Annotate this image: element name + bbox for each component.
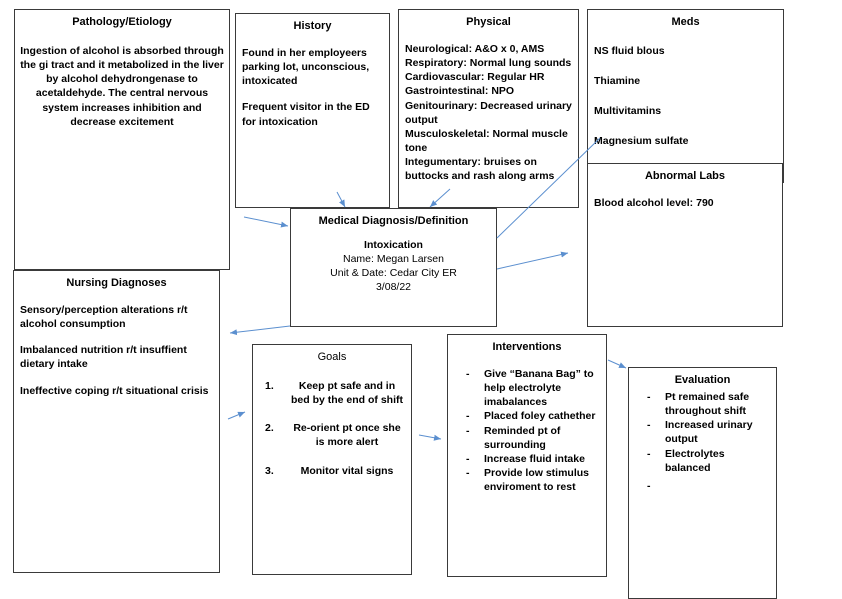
physical-gu: Genitourinary: Decreased urinary output xyxy=(405,99,572,126)
med-item: Thiamine xyxy=(594,75,641,88)
pathology-title: Pathology/Etiology xyxy=(72,16,172,28)
goal-number: 1. xyxy=(265,379,274,392)
history-text-2: Frequent visitor in the ED for intoxicat… xyxy=(242,101,370,128)
intervention-item: Placed foley cathether xyxy=(462,409,600,423)
intervention-item: Increase fluid intake xyxy=(462,452,600,466)
diagnosis-title: Medical Diagnosis/Definition xyxy=(318,215,469,227)
nursing-box: Nursing Diagnoses Sensory/perception alt… xyxy=(13,270,220,573)
physical-neuro: Neurological: A&O x 0, AMS xyxy=(405,42,545,55)
goal-text: Monitor vital signs xyxy=(300,464,394,477)
physical-integ: Integumentary: bruises on buttocks and r… xyxy=(405,156,555,183)
nursing-title: Nursing Diagnoses xyxy=(66,277,167,289)
physical-cardio: Cardiovascular: Regular HR xyxy=(405,71,545,84)
patient-name: Name: Megan Larsen xyxy=(343,253,444,266)
physical-resp: Respiratory: Normal lung sounds xyxy=(405,57,572,70)
med-item: Multivitamins xyxy=(594,105,662,118)
pathology-text: Ingestion of alcohol is absorbed through… xyxy=(20,44,224,128)
history-text-1: Found in her employeers parking lot, unc… xyxy=(242,46,370,88)
goals-title: Goals xyxy=(317,351,347,363)
arrow-interventions-to-evaluation xyxy=(607,359,627,369)
arrow-physical-to-diagnosis xyxy=(429,188,451,208)
physical-musculo: Musculoskeletal: Normal muscle tone xyxy=(405,127,568,155)
intervention-item: Provide low stimulus enviroment to rest xyxy=(462,466,600,494)
pathology-box: Pathology/Etiology Ingestion of alcohol … xyxy=(14,9,230,270)
evaluation-item: Electrolytes balanced xyxy=(643,447,772,475)
evaluation-item: ​ xyxy=(643,479,772,493)
evaluation-item: Increased urinary output xyxy=(643,418,772,446)
evaluation-title: Evaluation xyxy=(674,374,731,386)
meds-title: Meds xyxy=(671,16,700,28)
goal-number: 2. xyxy=(265,422,274,435)
goal-item: 1. Keep pt safe and in bed by the end of… xyxy=(253,379,405,407)
physical-box: Physical Neurological: A&O x 0, AMS Resp… xyxy=(398,9,579,208)
med-item: NS fluid blous xyxy=(594,44,665,57)
goal-text: Keep pt safe and in bed by the end of sh… xyxy=(291,379,403,407)
arrow-history-to-diagnosis xyxy=(336,191,346,208)
nursing-dx-item: Ineffective coping r/t situational crisi… xyxy=(20,384,209,397)
goals-box: Goals 1. Keep pt safe and in bed by the … xyxy=(252,344,412,575)
arrow-nursing-to-goals xyxy=(227,411,246,420)
meds-box: Meds NS fluid blous Thiamine Multivitami… xyxy=(587,9,784,183)
nursing-dx-item: Sensory/perception alterations r/t alcoh… xyxy=(20,303,188,331)
goal-number: 3. xyxy=(265,464,274,477)
history-box: History Found in her employeers parking … xyxy=(235,13,390,208)
diagnosis-date: 3/08/22 xyxy=(375,281,412,294)
intervention-item: Reminded pt of surrounding xyxy=(462,424,600,452)
med-item: Magnesium sulfate xyxy=(594,135,689,148)
physical-title: Physical xyxy=(466,16,511,28)
labs-title: Abnormal Labs xyxy=(644,170,726,182)
interventions-box: Interventions Give “Banana Bag” to help … xyxy=(447,334,607,577)
arrow-goals-to-interventions xyxy=(418,434,442,441)
arrow-diagnosis-to-meds xyxy=(496,137,601,239)
labs-box: Abnormal Labs Blood alcohol level: 790 xyxy=(587,163,783,327)
goal-item: 2. Re-orient pt once she is more alert xyxy=(253,421,405,449)
goal-text: Re-orient pt once she is more alert xyxy=(293,422,401,449)
goal-item: 3. Monitor vital signs xyxy=(253,464,405,478)
arrow-diagnosis-to-nursing xyxy=(229,325,291,336)
diagnosis-box: Medical Diagnosis/Definition Intoxicatio… xyxy=(290,208,497,327)
intervention-item: Give “Banana Bag” to help electrolyte im… xyxy=(462,367,600,410)
history-title: History xyxy=(293,20,332,32)
interventions-title: Interventions xyxy=(492,341,562,353)
nursing-dx-item: Imbalanced nutrition r/t insuffient diet… xyxy=(20,344,187,371)
labs-text: Blood alcohol level: 790 xyxy=(594,196,714,209)
physical-gi: Gastrointestinal: NPO xyxy=(405,85,515,98)
arrow-diagnosis-to-labs xyxy=(496,251,569,270)
evaluation-item: Pt remained safe throughout shift xyxy=(643,390,772,418)
diagnosis-name: Intoxication xyxy=(364,238,423,251)
arrow-pathology-to-diagnosis xyxy=(243,216,289,228)
unit-date: Unit & Date: Cedar City ER xyxy=(330,267,457,280)
